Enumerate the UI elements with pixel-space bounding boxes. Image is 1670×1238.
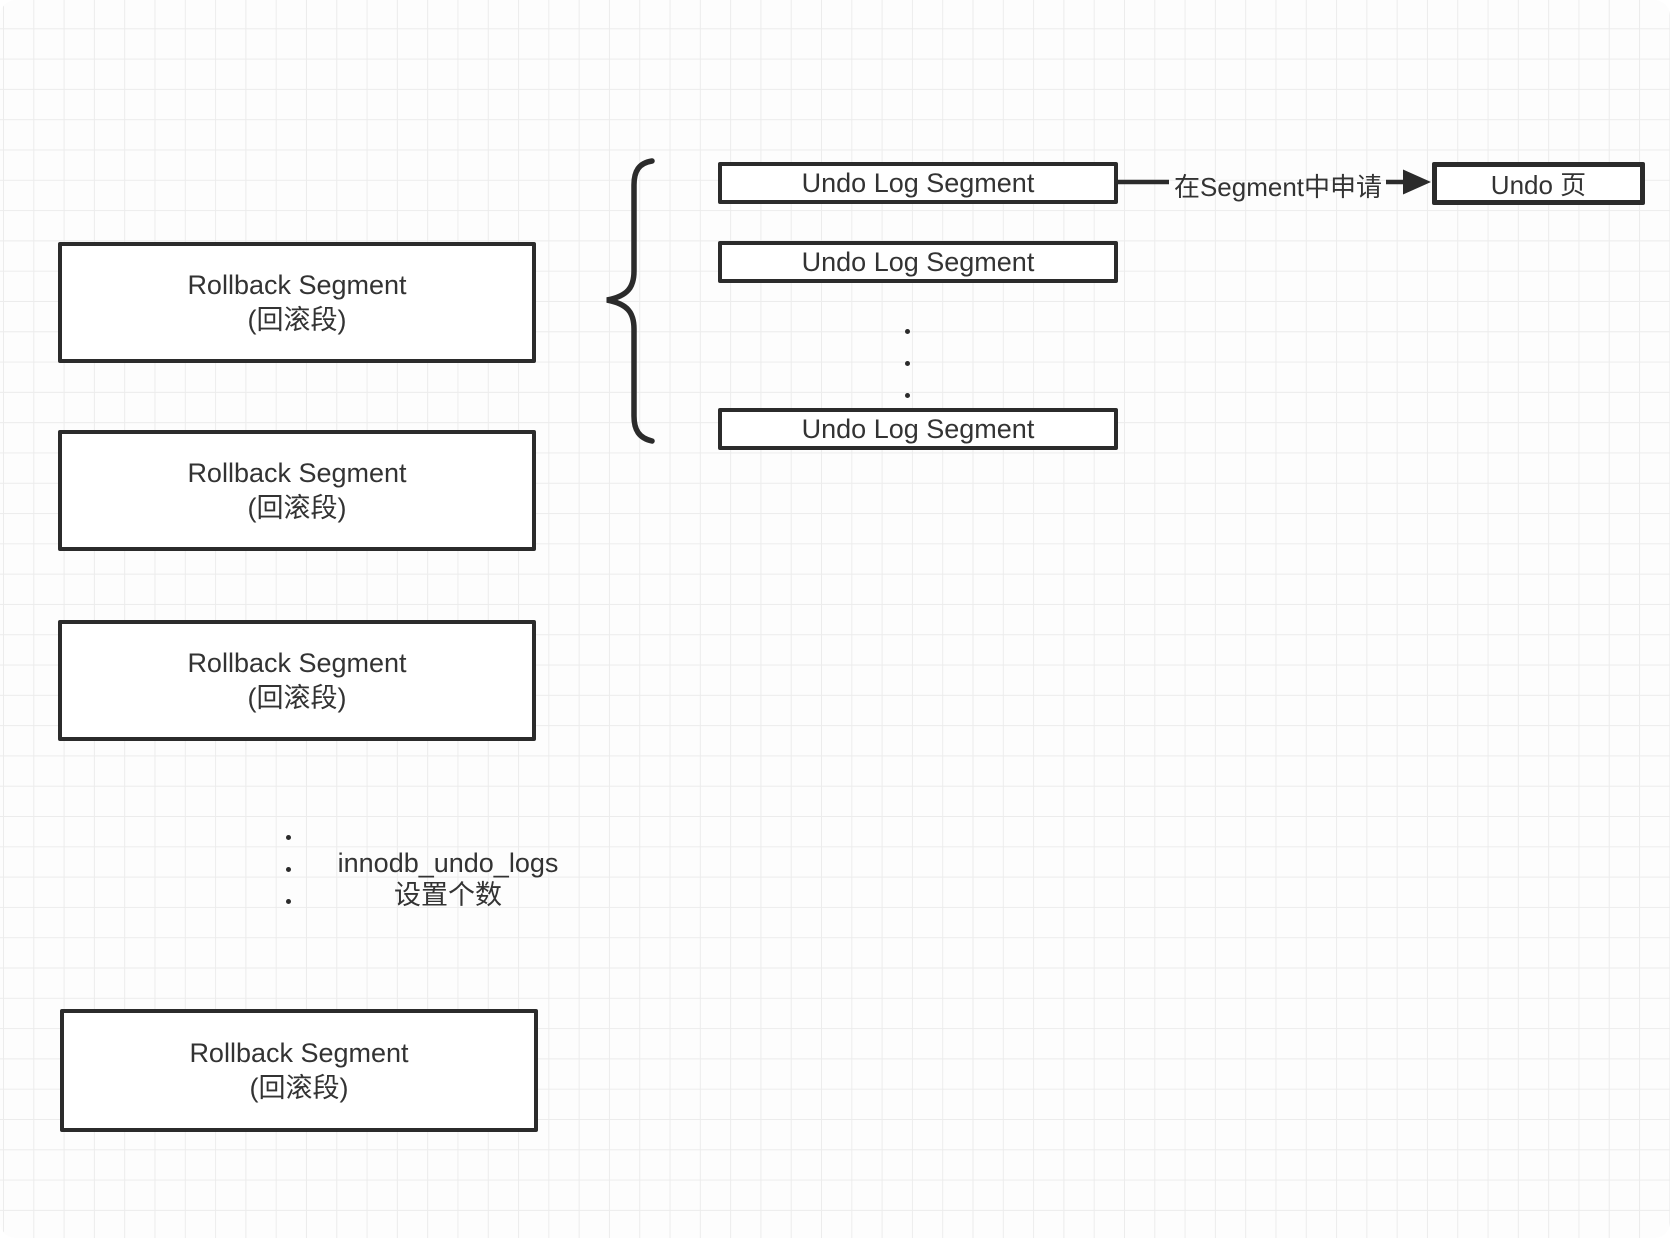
note-line-count-setting: 设置个数 xyxy=(394,880,502,910)
rollback-segment-box: Rollback Segment (回滚段) xyxy=(58,620,536,741)
rollback-segment-title: Rollback Segment xyxy=(189,1037,409,1068)
undo-log-segment-box: Undo Log Segment xyxy=(718,241,1118,283)
ellipsis-dot xyxy=(286,835,291,840)
vertical-ellipsis-right xyxy=(905,329,910,425)
rollback-segment-title: Rollback Segment xyxy=(187,647,407,678)
rollback-segment-box: Rollback Segment (回滚段) xyxy=(58,430,536,551)
undo-log-segment-label: Undo Log Segment xyxy=(801,246,1035,277)
undo-log-segment-box: Undo Log Segment xyxy=(718,408,1118,450)
rollback-segment-box: Rollback Segment (回滚段) xyxy=(60,1009,538,1132)
rollback-segment-subtitle: (回滚段) xyxy=(249,1072,349,1103)
ellipsis-dot xyxy=(286,867,291,872)
rollback-segment-subtitle: (回滚段) xyxy=(247,682,347,713)
arrow-label: 在Segment中申请 xyxy=(1173,172,1383,202)
rollback-segment-subtitle: (回滚段) xyxy=(247,304,347,335)
rollback-segment-box: Rollback Segment (回滚段) xyxy=(58,242,536,363)
rollback-segment-title: Rollback Segment xyxy=(187,457,407,488)
undo-log-segment-label: Undo Log Segment xyxy=(801,413,1035,444)
ellipsis-dot xyxy=(905,393,910,398)
ellipsis-dot xyxy=(905,361,910,366)
note-text: innodb_undo_logs 设置个数 xyxy=(298,847,598,911)
ellipsis-dot xyxy=(905,329,910,334)
rollback-segment-title: Rollback Segment xyxy=(187,269,407,300)
rollback-segment-subtitle: (回滚段) xyxy=(247,492,347,523)
undo-log-segment-label: Undo Log Segment xyxy=(801,167,1035,198)
ellipsis-dot xyxy=(286,899,291,904)
note-line-innodb-undo-logs: innodb_undo_logs xyxy=(337,848,559,878)
undo-page-label: Undo 页 xyxy=(1490,170,1587,200)
arrowhead xyxy=(1403,169,1431,195)
vertical-ellipsis-left xyxy=(286,835,291,931)
undo-page-box: Undo 页 xyxy=(1432,162,1645,205)
curly-brace xyxy=(606,158,655,444)
undo-log-segment-box: Undo Log Segment xyxy=(718,162,1118,204)
